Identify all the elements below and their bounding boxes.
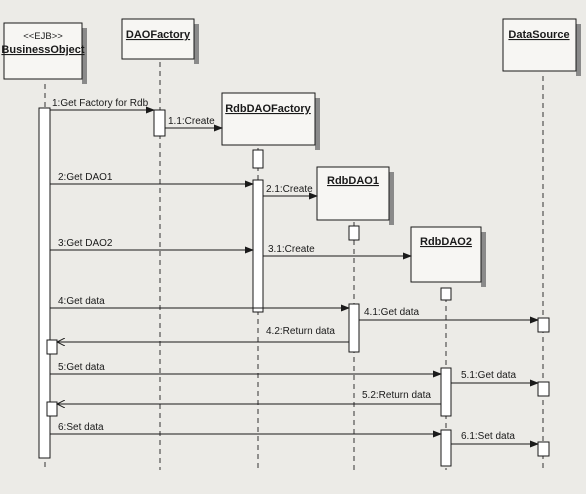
message-label: 6.1:Set data xyxy=(461,431,515,442)
activation-rdb-factory-1 xyxy=(252,149,264,169)
message-label: 3.1:Create xyxy=(268,244,315,255)
activation-data-source-3 xyxy=(537,441,550,457)
activation-data-source-2 xyxy=(537,381,550,397)
message-label: 3:Get DAO2 xyxy=(58,238,113,249)
activation-bars xyxy=(38,107,550,467)
participant-name: RdbDAOFactory xyxy=(225,103,311,115)
message-1: 1:Get Factory for Rdb xyxy=(50,98,155,114)
activation-rdb-dao2-2 xyxy=(440,367,452,417)
participant-dao-factory: DAOFactory xyxy=(121,18,199,64)
participant-rdb-dao-factory: RdbDAOFactory xyxy=(221,92,320,150)
message-5-1: 5.1:Get data xyxy=(451,370,539,387)
message-label: 5:Get data xyxy=(58,362,105,373)
activation-dao-factory xyxy=(153,109,166,137)
participant-name: BusinessObject xyxy=(1,44,84,56)
message-label: 5.1:Get data xyxy=(461,370,516,381)
message-4-1: 4.1:Get data xyxy=(359,307,539,324)
activation-rdb-dao1-2 xyxy=(348,303,360,353)
message-label: 1.1:Create xyxy=(168,116,215,127)
message-label: 4:Get data xyxy=(58,296,105,307)
activation-data-source-1 xyxy=(537,317,550,333)
message-4-2: 4.2:Return data xyxy=(57,326,349,342)
participant-data-source: DataSource xyxy=(502,18,581,76)
message-2-1: 2.1:Create xyxy=(263,184,318,200)
message-3-1: 3.1:Create xyxy=(263,244,412,260)
message-label: 4.2:Return data xyxy=(266,326,335,337)
message-5: 5:Get data xyxy=(50,362,442,378)
message-label: 6:Set data xyxy=(58,422,104,433)
participant-name: RdbDAO2 xyxy=(420,236,472,248)
message-6-1: 6.1:Set data xyxy=(451,431,539,448)
message-5-2: 5.2:Return data xyxy=(57,390,441,404)
participant-business-object: <<EJB>> BusinessObject xyxy=(1,22,87,84)
message-label: 4.1:Get data xyxy=(364,307,419,318)
message-2: 2:Get DAO1 xyxy=(50,172,254,188)
message-1-1: 1.1:Create xyxy=(165,116,223,132)
message-4: 4:Get data xyxy=(50,296,350,312)
activation-bo-return-1 xyxy=(46,339,58,355)
activation-rdb-dao2-3 xyxy=(440,429,452,467)
message-label: 2:Get DAO1 xyxy=(58,172,113,183)
activation-business-object xyxy=(38,107,51,459)
participant-rdb-dao1: RdbDAO1 xyxy=(316,166,394,225)
message-label: 5.2:Return data xyxy=(362,390,431,401)
message-6: 6:Set data xyxy=(50,422,442,438)
message-3: 3:Get DAO2 xyxy=(50,238,254,254)
participant-name: DataSource xyxy=(508,29,569,41)
participant-rdb-dao2: RdbDAO2 xyxy=(410,226,486,287)
participant-stereotype: <<EJB>> xyxy=(23,31,63,42)
activation-rdb-factory-2 xyxy=(252,179,264,313)
activation-bo-return-2 xyxy=(46,401,58,417)
message-label: 1:Get Factory for Rdb xyxy=(52,98,149,109)
message-label: 2.1:Create xyxy=(266,184,313,195)
participant-name: DAOFactory xyxy=(126,29,191,41)
activation-rdb-dao1-1 xyxy=(348,225,360,241)
participant-name: RdbDAO1 xyxy=(327,175,379,187)
activation-rdb-dao2-1 xyxy=(440,287,452,301)
messages: 1:Get Factory for Rdb 1.1:Create 2:Get D… xyxy=(50,98,539,448)
